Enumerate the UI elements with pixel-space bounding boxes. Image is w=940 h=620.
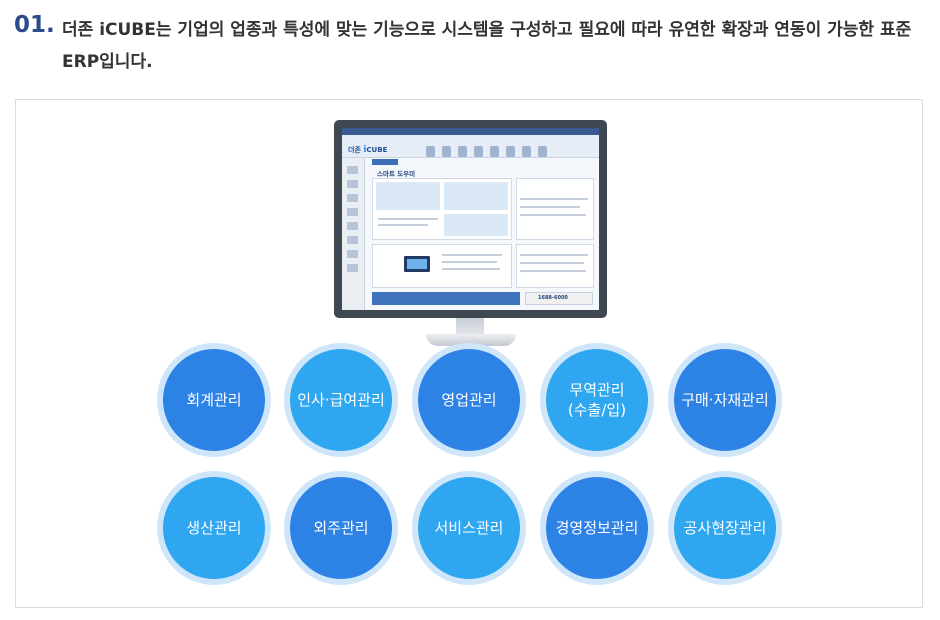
- screen-menubar: 더존 iCUBE: [342, 135, 599, 158]
- screen-panel: [372, 244, 512, 288]
- monitor-illustration: 더존 iCUBE: [334, 120, 607, 318]
- toolbar-icon: [506, 146, 515, 157]
- module-label: 구매·자재관리: [674, 349, 776, 451]
- screen-phone-box: 1688-6000: [525, 292, 593, 305]
- screen-line: [442, 261, 497, 263]
- module-production: 생산관리: [157, 471, 271, 585]
- phone-number: 1688-6000: [538, 295, 568, 301]
- toolbar-icon: [426, 146, 435, 157]
- module-hr-payroll: 인사·급여관리: [284, 343, 398, 457]
- section-description: 더존 iCUBE는 기업의 업종과 특성에 맞는 기능으로 시스템을 구성하고 …: [62, 20, 912, 72]
- screen-card: [444, 214, 508, 236]
- illustration-panel: 더존 iCUBE: [15, 99, 923, 608]
- logo-i: i: [363, 145, 367, 155]
- screen-panel: [516, 244, 594, 288]
- toolbar-icon: [458, 146, 467, 157]
- toolbar-icon: [490, 146, 499, 157]
- toolbar-icon: [474, 146, 483, 157]
- screen-panel: [516, 178, 594, 240]
- screen-sidebar: [342, 158, 365, 310]
- sidebar-icon: [347, 236, 358, 244]
- screen-card: [444, 182, 508, 210]
- module-purchasing: 구매·자재관리: [668, 343, 782, 457]
- screen-line: [442, 268, 500, 270]
- module-sales: 영업관리: [412, 343, 526, 457]
- module-trade: 무역관리 (수출/입): [540, 343, 654, 457]
- monitor-neck: [456, 318, 484, 336]
- laptop-icon: [404, 256, 430, 272]
- sidebar-icon: [347, 194, 358, 202]
- module-outsourcing: 외주관리: [284, 471, 398, 585]
- module-label: 인사·급여관리: [290, 349, 392, 451]
- sidebar-icon: [347, 180, 358, 188]
- screen-line: [520, 262, 584, 264]
- logo-name: CUBE: [366, 146, 388, 154]
- screen-bottom-bar: [372, 292, 520, 305]
- sidebar-icon: [347, 222, 358, 230]
- sidebar-icon: [347, 208, 358, 216]
- sidebar-icon: [347, 166, 358, 174]
- screen-line: [520, 198, 588, 200]
- module-service: 서비스관리: [412, 471, 526, 585]
- module-label: 무역관리 (수출/입): [546, 349, 648, 451]
- module-construction-site: 공사현장관리: [668, 471, 782, 585]
- module-label: 공사현장관리: [674, 477, 776, 579]
- toolbar-icon: [522, 146, 531, 157]
- screen-line: [520, 254, 588, 256]
- screen-line: [378, 224, 428, 226]
- section-number: 01.: [14, 12, 55, 38]
- toolbar-icon: [442, 146, 451, 157]
- sidebar-icon: [347, 250, 358, 258]
- module-management-info: 경영정보관리: [540, 471, 654, 585]
- screen-card: [376, 182, 440, 210]
- screen-titlebar: [342, 128, 599, 135]
- screen-page-title: 스마트 도우미: [377, 170, 416, 178]
- screen-line: [520, 270, 586, 272]
- toolbar-icon: [538, 146, 547, 157]
- module-label: 영업관리: [418, 349, 520, 451]
- icube-logo: 더존 iCUBE: [348, 145, 387, 155]
- module-label: 생산관리: [163, 477, 265, 579]
- logo-prefix: 더존: [348, 146, 361, 154]
- module-label: 경영정보관리: [546, 477, 648, 579]
- module-label: 회계관리: [163, 349, 265, 451]
- screen-line: [520, 206, 580, 208]
- screen-line: [378, 218, 438, 220]
- screen-line: [520, 214, 586, 216]
- erp-screen-mockup: 더존 iCUBE: [342, 128, 599, 310]
- sidebar-icon: [347, 264, 358, 272]
- module-label: 서비스관리: [418, 477, 520, 579]
- screen-tab: [372, 159, 398, 165]
- module-label: 외주관리: [290, 477, 392, 579]
- screen-line: [442, 254, 502, 256]
- module-accounting: 회계관리: [157, 343, 271, 457]
- monitor-base: [426, 334, 516, 346]
